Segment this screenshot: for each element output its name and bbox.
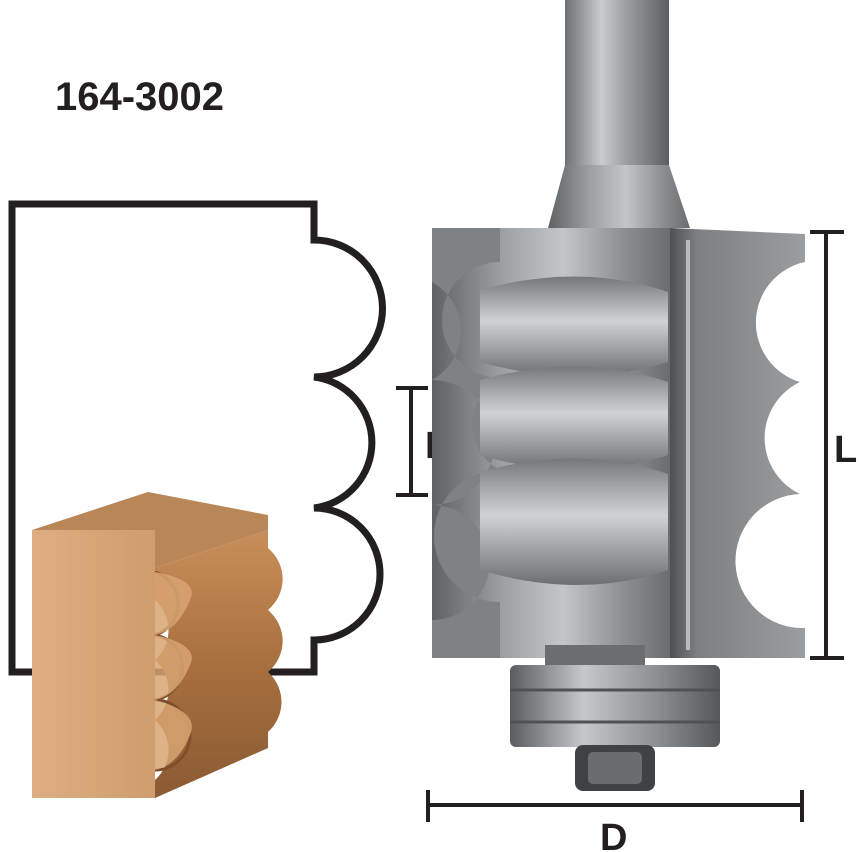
wood-sample	[32, 492, 283, 798]
dimension-d-marker	[426, 790, 804, 822]
dimension-d-label: D	[600, 817, 627, 852]
part-number: 164-3002	[55, 75, 224, 119]
dimension-l-label: L	[834, 429, 857, 471]
dimension-b-marker	[396, 386, 428, 497]
profile-outline	[8, 200, 386, 676]
dimension-l-marker	[810, 230, 844, 660]
router-bit	[432, 0, 805, 791]
